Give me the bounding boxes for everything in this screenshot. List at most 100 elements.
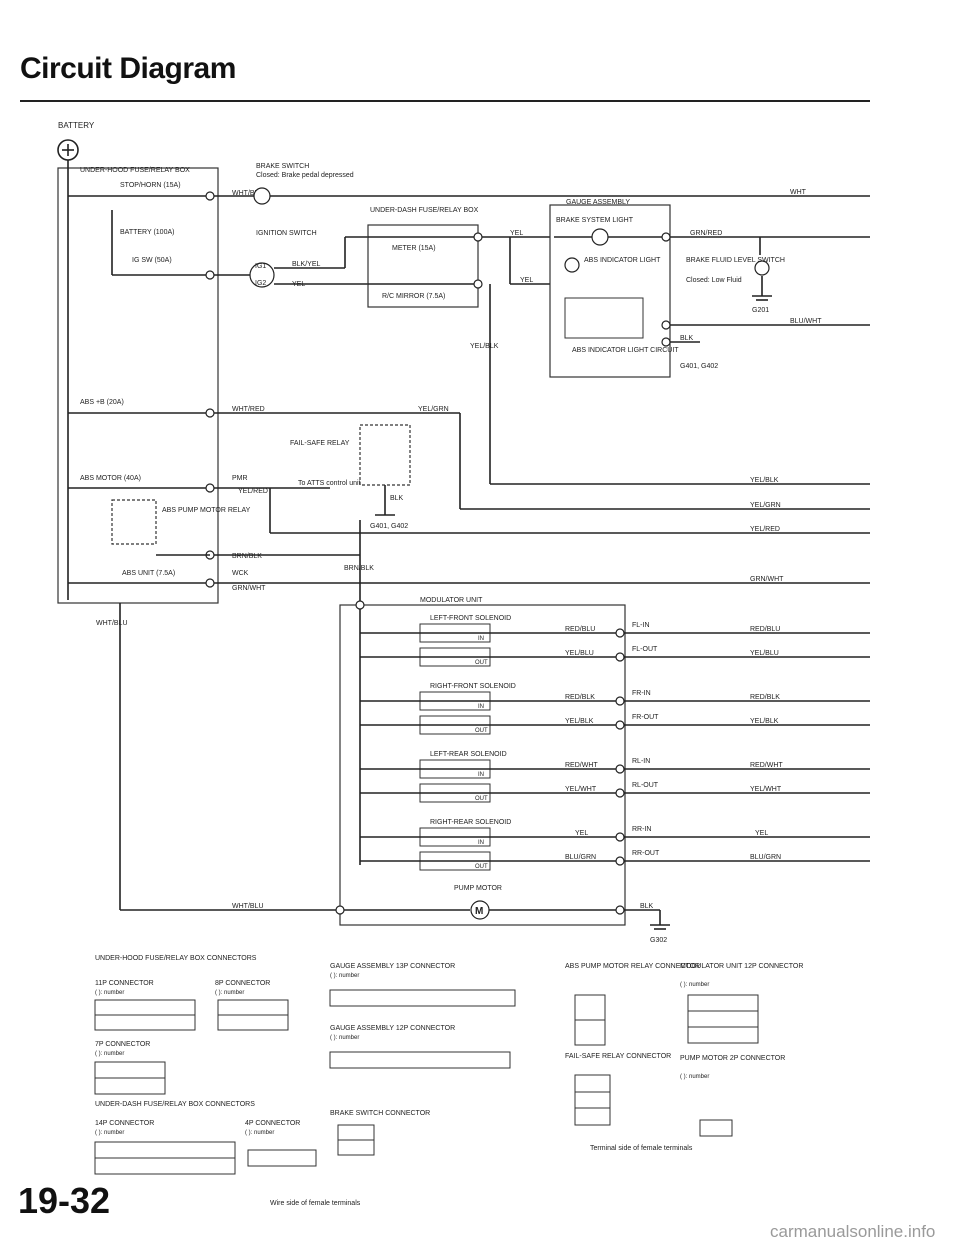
c11p-label: 11P CONNECTOR (95, 980, 154, 987)
battery-fuse-label: BATTERY (100A) (120, 229, 174, 236)
fr-in-label: FR-IN (632, 690, 651, 697)
pump-2p-note: ( ): number (680, 1074, 709, 1080)
wire-blu-grn-rr-r: BLU/GRN (750, 854, 781, 861)
gauge-12p-face (329, 1051, 511, 1069)
wire-yel-grn-right: YEL/GRN (750, 502, 781, 509)
lf-out-tag: OUT (475, 660, 488, 666)
wire-blk-pump: BLK (640, 903, 654, 910)
wire-red-blu-lf-r: RED/BLU (750, 626, 780, 633)
wire-yel-grn-top: YEL/GRN (418, 406, 449, 413)
underhood-fuse-box (57, 167, 219, 604)
brake-light-icon (591, 228, 609, 246)
gauge-12p-label: GAUGE ASSEMBLY 12P CONNECTOR (330, 1025, 455, 1032)
uh-box-connectors-title: UNDER-HOOD FUSE/RELAY BOX CONNECTORS (95, 955, 257, 962)
rr-solenoid-label: RIGHT-REAR SOLENOID (430, 819, 511, 826)
wire-red-blk-rf: RED/BLK (565, 694, 595, 701)
wire-blk-fs: BLK (390, 495, 404, 502)
wire-red-wht-lr-r: RED/WHT (750, 762, 783, 769)
female-terminal-note: Terminal side of female terminals (590, 1145, 693, 1152)
wire-yel-blk-rf: YEL/BLK (565, 718, 594, 725)
ig1-label: IG1 (255, 263, 266, 270)
lr-out-tag: OUT (475, 796, 488, 802)
wire-side-note: Wire side of female terminals (270, 1200, 361, 1207)
fl-out-label: FL-OUT (632, 646, 658, 653)
wire-yel-red-right: YEL/RED (750, 526, 780, 533)
ignition-switch-label: IGNITION SWITCH (256, 230, 317, 237)
wire-red-blu-lf: RED/BLU (565, 626, 595, 633)
rf-in-tag: IN (478, 704, 484, 710)
wire-yel-blu-lf: YEL/BLU (565, 650, 594, 657)
pmr-label: PMR (232, 475, 248, 482)
abs-pump-relay-label: ABS PUMP MOTOR RELAY (162, 507, 251, 514)
ig2-label: IG2 (255, 280, 266, 287)
lf-solenoid-label: LEFT-FRONT SOLENOID (430, 615, 511, 622)
c14p-note: ( ): number (95, 1130, 124, 1136)
ud-box-connectors-title: UNDER-DASH FUSE/RELAY BOX CONNECTORS (95, 1101, 255, 1108)
abs-pump-relay (111, 499, 157, 545)
brake-fluid-switch-icon (754, 260, 770, 276)
wire-wht-red: WHT/RED (232, 406, 265, 413)
wire-blu-wht: BLU/WHT (790, 318, 822, 325)
rf-solenoid-label: RIGHT-FRONT SOLENOID (430, 683, 516, 690)
c8p-note: ( ): number (215, 990, 244, 996)
ground-g401: G401, G402 (680, 363, 718, 370)
wire-wht-blu-top: WHT/BLU (232, 190, 264, 197)
mod-12p-label: MODULATOR UNIT 12P CONNECTOR (680, 963, 803, 970)
lr-solenoid-label: LEFT-REAR SOLENOID (430, 751, 507, 758)
watermark: carmanualsonline.info (770, 1222, 936, 1241)
underdash-fuse-box-label: UNDER-DASH FUSE/RELAY BOX (370, 207, 479, 214)
abs-motor-fuse-label: ABS MOTOR (40A) (80, 475, 141, 482)
fail-safe-relay-label: FAIL-SAFE RELAY (290, 440, 350, 447)
ground-g302: G302 (650, 937, 667, 944)
underhood-fuse-box-label: UNDER-HOOD FUSE/RELAY BOX (80, 167, 190, 174)
wire-yel-gauge-2: YEL (520, 277, 533, 284)
gauge-13p-note: ( ): number (330, 973, 359, 979)
ground-g201: G201 (752, 307, 769, 314)
wire-brn-blk-1: BRN/BLK (232, 553, 262, 560)
wire-yel-gauge-1: YEL (510, 230, 523, 237)
title-rule (20, 100, 870, 102)
wire-yel-rr: YEL (575, 830, 588, 837)
c11p-note: ( ): number (95, 990, 124, 996)
lr-in-tag: IN (478, 772, 484, 778)
wire-blu-grn-rr: BLU/GRN (565, 854, 596, 861)
mirror-fuse-label: R/C MIRROR (7.5A) (382, 293, 445, 300)
rl-out-label: RL-OUT (632, 782, 659, 789)
abs-indicator-light-label: ABS INDICATOR LIGHT (584, 257, 661, 264)
c8p-label: 8P CONNECTOR (215, 980, 270, 987)
failsafe-conn-label: FAIL-SAFE RELAY CONNECTOR (565, 1053, 671, 1060)
wire-red-blk-rf-r: RED/BLK (750, 694, 780, 701)
wire-wht-blu-left: WHT/BLU (96, 620, 128, 627)
battery-icon (57, 139, 79, 161)
pump-relay-conn-label: ABS PUMP MOTOR RELAY CONNECTOR (565, 963, 700, 970)
rl-in-label: RL-IN (632, 758, 650, 765)
wire-blk-yel-ig: BLK/YEL (292, 261, 321, 268)
wire-yel-blk-ud: YEL/BLK (470, 343, 499, 350)
fl-in-label: FL-IN (632, 622, 650, 629)
wire-brn-blk-2: BRN/BLK (344, 565, 374, 572)
fr-out-label: FR-OUT (632, 714, 659, 721)
ground-g401-fs: G401, G402 (370, 523, 408, 530)
rr-in-tag: IN (478, 840, 484, 846)
gauge-13p-label: GAUGE ASSEMBLY 13P CONNECTOR (330, 963, 455, 970)
wire-blk-gauge: BLK (680, 335, 694, 342)
pump-motor-symbol: M (475, 906, 483, 917)
c4p-note: ( ): number (245, 1130, 274, 1136)
gauge-assembly (549, 204, 671, 378)
mod-12p-face (687, 994, 759, 1044)
failsafe-conn-face (574, 1074, 611, 1126)
abs-unit-fuse-label: ABS UNIT (7.5A) (122, 570, 175, 577)
wire-grn-wht-right: GRN/WHT (750, 576, 784, 583)
wck-label: WCK (232, 570, 249, 577)
gauge-12p-note: ( ): number (330, 1035, 359, 1041)
abs-b-fuse-label: ABS +B (20A) (80, 399, 124, 406)
page-title: Circuit Diagram (20, 52, 236, 85)
battery-label: BATTERY (58, 121, 95, 130)
rr-out-tag: OUT (475, 864, 488, 870)
gauge-assembly-label: GAUGE ASSEMBLY (566, 199, 630, 206)
gauge-13p-face (329, 989, 516, 1007)
c4p-label: 4P CONNECTOR (245, 1120, 300, 1127)
abs-light-icon (564, 257, 580, 273)
wire-yel-blu-lf-r: YEL/BLU (750, 650, 779, 657)
